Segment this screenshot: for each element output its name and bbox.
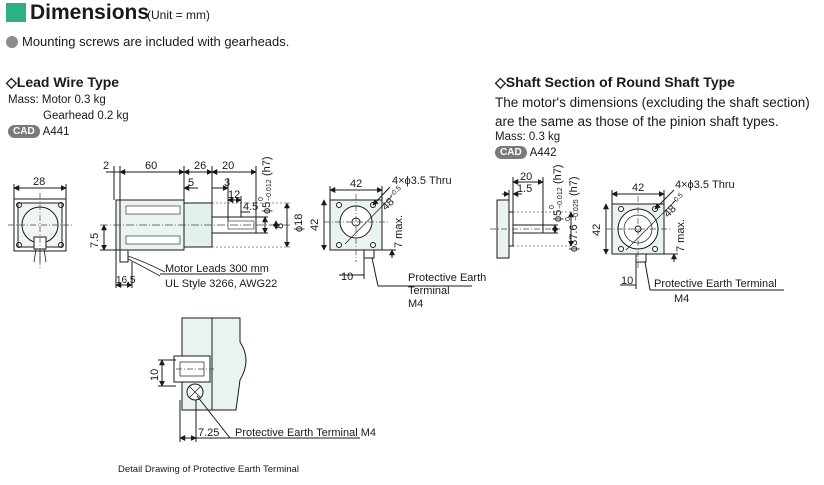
svg-text:ϕ37.6: ϕ37.6 [568,224,580,252]
svg-text:(h7): (h7) [552,164,564,184]
pe-terminal-m4: M4 [408,298,423,310]
svg-text:8: 8 [274,223,286,229]
front-dim-7max: 7 max. [393,215,405,248]
r-pcd-label: 48 −0.5 [662,192,685,220]
shaft-section-desc-2: are the same as those of the pinion shaf… [495,114,779,129]
mounting-note: Mounting screws are included with gearhe… [22,34,290,49]
pcd-label: 48 −0.5 [380,185,403,213]
shaft-section-heading: ◇Shaft Section of Round Shaft Type [495,74,735,90]
dim-60: 60 [145,160,157,172]
r-front-dim-10: 10 [621,275,633,287]
cad-id: A442 [529,147,557,159]
svg-text:−0.012: −0.012 [557,187,564,209]
lead-wire-mass-gearhead: Gearhead 0.2 kg [43,110,129,122]
svg-text:0: 0 [549,205,556,209]
dim-7-5-label: 7.5 [89,233,101,248]
r-dim-20: 20 [520,171,532,183]
round-shaft-front-view [603,189,784,291]
front-dim-42-side: 42 [309,219,321,231]
svg-text:7 max.: 7 max. [675,219,687,252]
cad-badge: CAD [8,125,40,138]
svg-text:(h7): (h7) [568,176,580,196]
r-shaft-dia-label: ϕ5 0 −0.012 (h7) [549,164,564,222]
detail-caption: Detail Drawing of Protective Earth Termi… [118,464,299,475]
r-pe-terminal-m4: M4 [674,293,689,305]
svg-text:ϕ18: ϕ18 [293,214,305,232]
svg-text:−0.025: −0.025 [573,199,580,221]
title-accent-square [6,3,26,22]
det-pe-terminal-label: Protective Earth Terminal M4 [235,427,376,439]
pe-terminal-label-2: Terminal [408,285,450,297]
svg-text:42: 42 [591,224,603,236]
dim-4-5: 4.5 [243,201,258,213]
dim-28: 28 [33,176,45,188]
r-front-dim-42-side: 42 [591,224,603,236]
dim-16-5: 16.5 [116,275,136,286]
cad-id: A441 [42,126,70,138]
dim-3: 3 [224,177,230,189]
r-dim-1-5: 1.5 [517,183,532,195]
det-dim-10: 10 [149,369,161,381]
gearhead-front-view [321,186,472,287]
shaft-section-mass: Mass: 0.3 kg [495,131,561,143]
shaft-section-desc-1: The motor's dimensions (excluding the sh… [495,95,810,110]
dim-12: 12 [228,189,240,201]
motor-leads-label: Motor Leads 300 mm [165,263,269,275]
r-pilot-dia-label: ϕ37.6 0 −0.025 (h7) [565,176,580,252]
dim-26: 26 [194,160,206,172]
svg-text:−0.5: −0.5 [388,185,403,200]
dia-18-label: ϕ18 [293,214,305,232]
r-front-dim-42: 42 [632,182,644,194]
svg-text:ϕ5: ϕ5 [261,202,273,214]
dim-20: 20 [222,160,234,172]
page-title: Dimensions [30,1,150,24]
dim-5: 5 [188,177,194,189]
det-dim-7-25: 7.25 [198,427,219,439]
svg-text:(h7): (h7) [261,156,273,176]
motor-leads-spec: UL Style 3266, AWG22 [165,278,277,290]
svg-text:7.5: 7.5 [89,233,101,248]
dim-2: 2 [103,160,109,172]
svg-text:ϕ5: ϕ5 [552,210,564,222]
r-front-dim-7max: 7 max. [675,219,687,252]
front-dim-42: 42 [350,178,362,190]
front-dim-10: 10 [341,271,353,283]
bullet-icon [6,36,18,48]
motor-end-view [8,184,74,270]
shaft-dia-label: ϕ5 0 −0.012 (h7) [258,156,273,214]
flat-8-label: 8 [274,223,286,229]
pe-terminal-label: Protective Earth [408,272,486,284]
r-pe-terminal-label: Protective Earth Terminal [654,278,777,290]
svg-text:−0.5: −0.5 [670,192,685,207]
svg-text:0: 0 [565,217,572,221]
lead-wire-mass-motor: Mass: Motor 0.3 kg [8,94,106,106]
round-shaft-side-view [490,177,574,259]
unit-note: (Unit = mm) [147,8,210,22]
lead-wire-heading: ◇Lead Wire Type [6,74,120,90]
cad-badge: CAD [495,146,527,159]
svg-text:0: 0 [258,197,265,201]
motor-side-view [100,166,292,288]
r-holes-label: 4×ϕ3.5 Thru [675,179,735,191]
pe-terminal-detail [158,317,360,442]
svg-text:−0.012: −0.012 [266,179,273,201]
svg-text:42: 42 [309,219,321,231]
svg-text:7 max.: 7 max. [393,215,405,248]
svg-text:10: 10 [149,369,161,381]
holes-label: 4×ϕ3.5 Thru [392,175,452,187]
